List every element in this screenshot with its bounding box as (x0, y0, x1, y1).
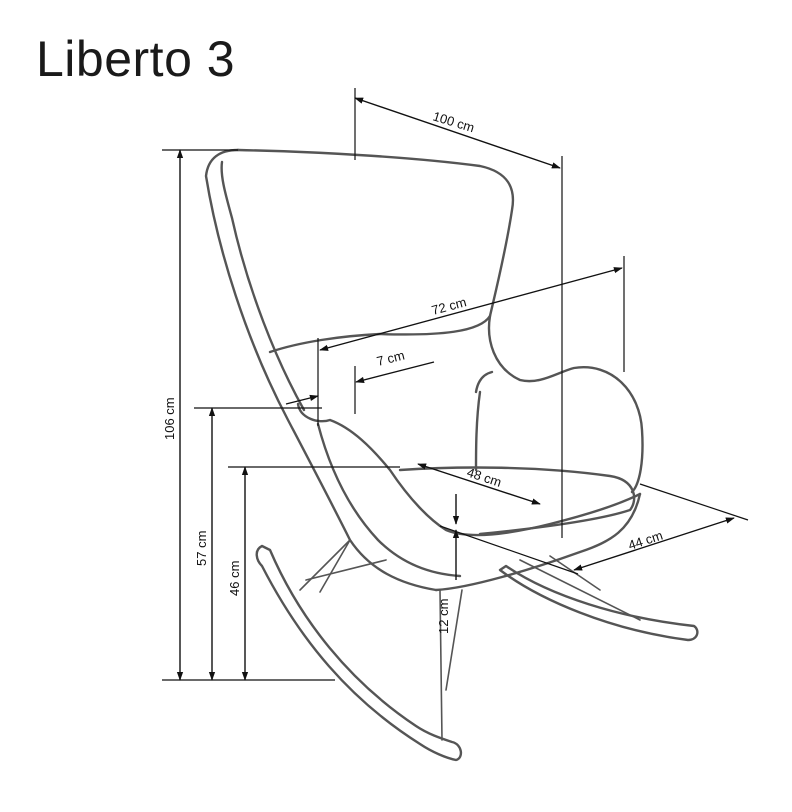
chair-back-inner-edge (220, 160, 306, 412)
label-armrest-height: 57 cm (194, 531, 209, 566)
chair-seat-base (434, 492, 642, 592)
chair-side-inner (316, 422, 462, 578)
chair-left-rocker (255, 544, 463, 762)
label-height: 106 cm (162, 397, 177, 440)
product-title: Liberto 3 (36, 31, 236, 87)
dimension-lines (162, 88, 749, 681)
chair-seat-front (474, 370, 494, 472)
chair-right-rocker (498, 564, 699, 642)
label-armrest: 7 cm (375, 348, 406, 369)
chair-seat-cushion (398, 466, 636, 536)
chair-arm-front (296, 402, 642, 537)
label-depth: 44 cm (626, 528, 664, 553)
chair-back-left-edge (204, 148, 438, 592)
label-seat-thickness: 12 cm (436, 599, 451, 634)
dimension-labels: 100 cm 72 cm 7 cm 48 cm 44 cm 106 cm 57 … (162, 109, 665, 634)
chair-legs (299, 539, 641, 741)
label-seat-height: 46 cm (227, 561, 242, 596)
chair-illustration (204, 148, 699, 762)
